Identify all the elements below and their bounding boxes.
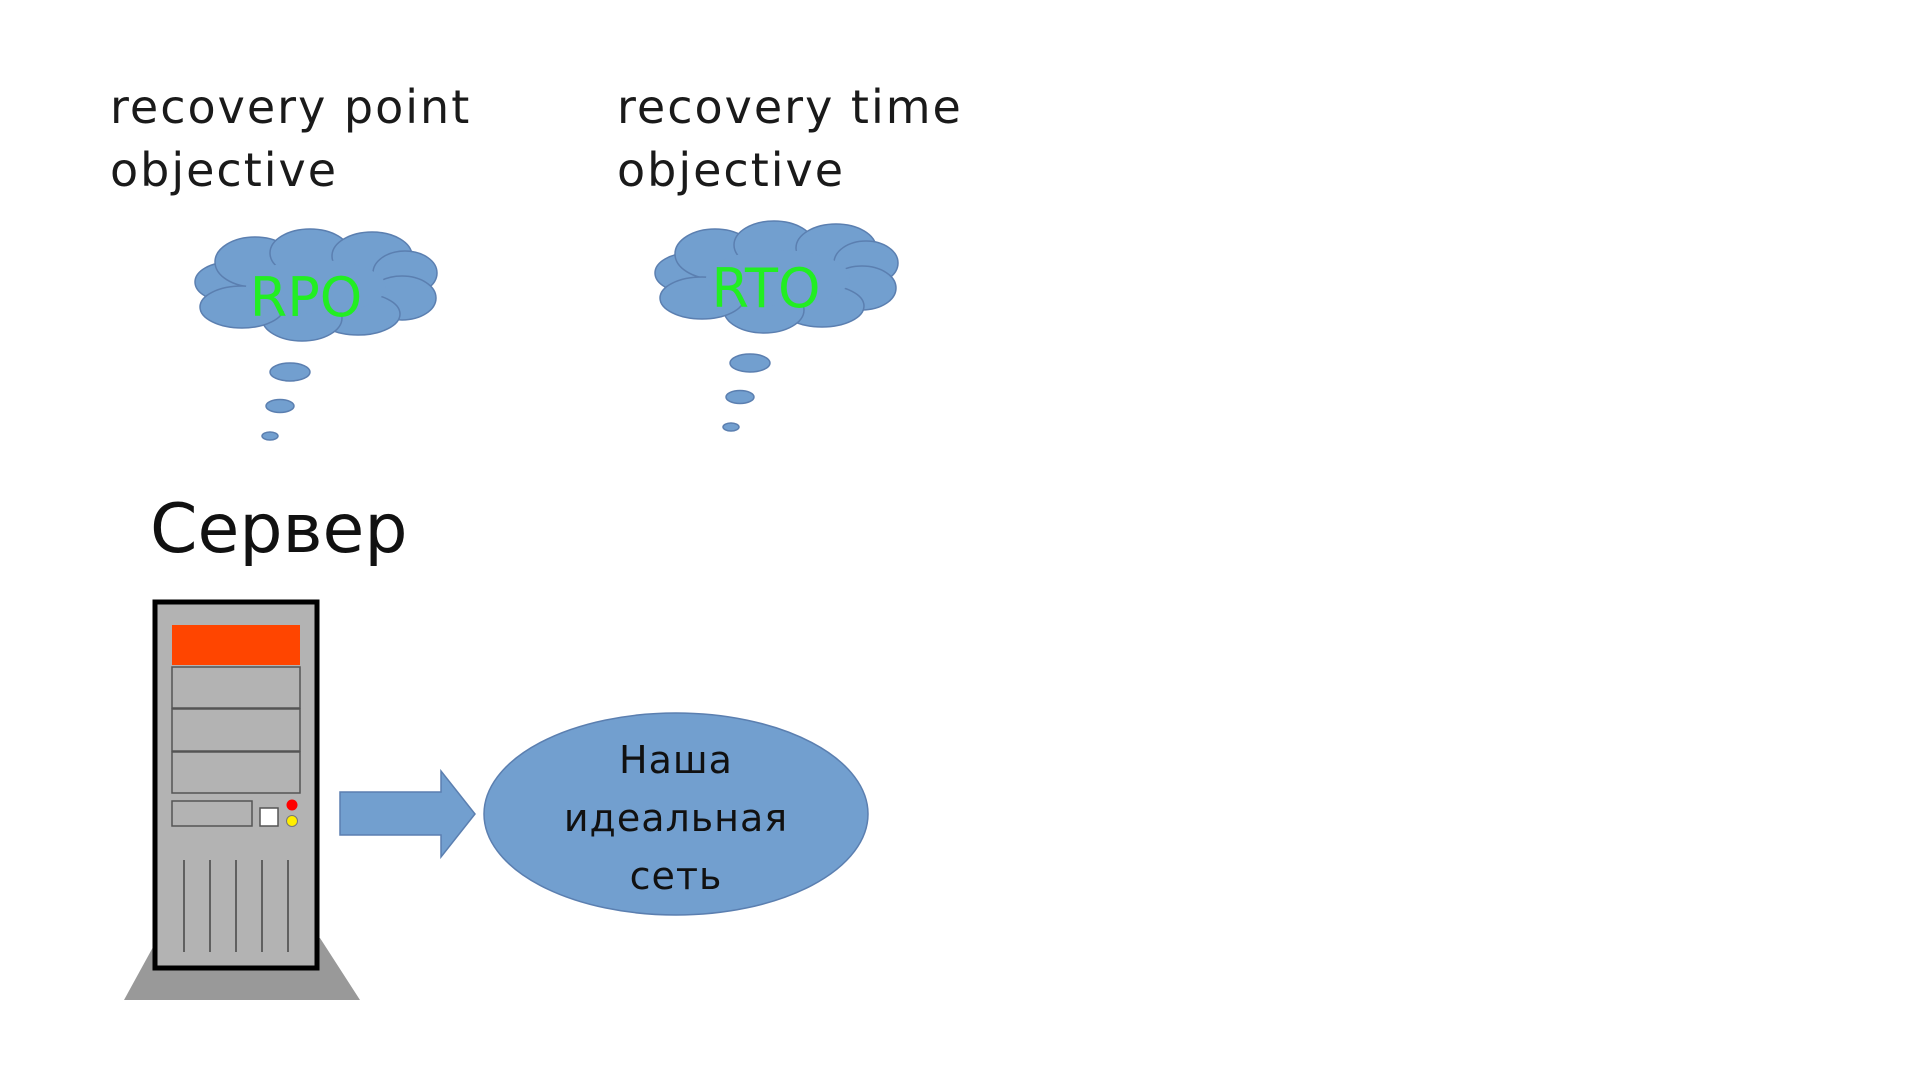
server-led-red [286, 799, 298, 811]
network-ellipse [483, 712, 869, 916]
server-drive-bay-3 [171, 751, 301, 794]
server-title: Сервер [150, 490, 408, 569]
server-drive-bay-2 [171, 708, 301, 752]
rto-bubble-dot-medium [725, 389, 755, 405]
rto-caption-line2: objective [617, 143, 846, 197]
server-vent-lines [183, 860, 289, 952]
network-label-line3: сеть [630, 854, 723, 898]
server-led-yellow [286, 815, 298, 827]
network-label-line1: Наша [619, 738, 733, 782]
rto-caption-line1: recovery time [617, 80, 963, 134]
rto-caption: recovery time objective [617, 76, 963, 202]
rpo-bubble-dot-large [269, 362, 311, 382]
server-top-panel [172, 625, 300, 665]
right-arrow-icon [339, 768, 476, 860]
rpo-bubble-dot-medium [265, 398, 295, 414]
rpo-caption: recovery point objective [110, 76, 471, 202]
server-floppy-slot [171, 800, 253, 827]
server-tower-icon [124, 599, 360, 1000]
rto-cloud-shape [654, 220, 899, 334]
rpo-caption-line1: recovery point [110, 80, 472, 134]
rpo-caption-line2: objective [110, 143, 339, 197]
rto-thought-bubble: RTO [654, 220, 899, 432]
network-label-line2: идеальная [564, 796, 788, 840]
rto-bubble-label: RTO [711, 257, 820, 320]
rpo-thought-bubble: RPO [194, 228, 438, 441]
server-power-button [259, 807, 279, 827]
network-node: Наша идеальная сеть [483, 712, 869, 916]
rpo-cloud-shape [194, 228, 438, 342]
server-drive-bay-1 [171, 666, 301, 709]
rto-bubble-dot-large [729, 353, 771, 373]
rpo-bubble-label: RPO [250, 266, 363, 329]
rpo-bubble-dot-small [261, 431, 279, 441]
rto-bubble-dot-small [722, 422, 740, 432]
